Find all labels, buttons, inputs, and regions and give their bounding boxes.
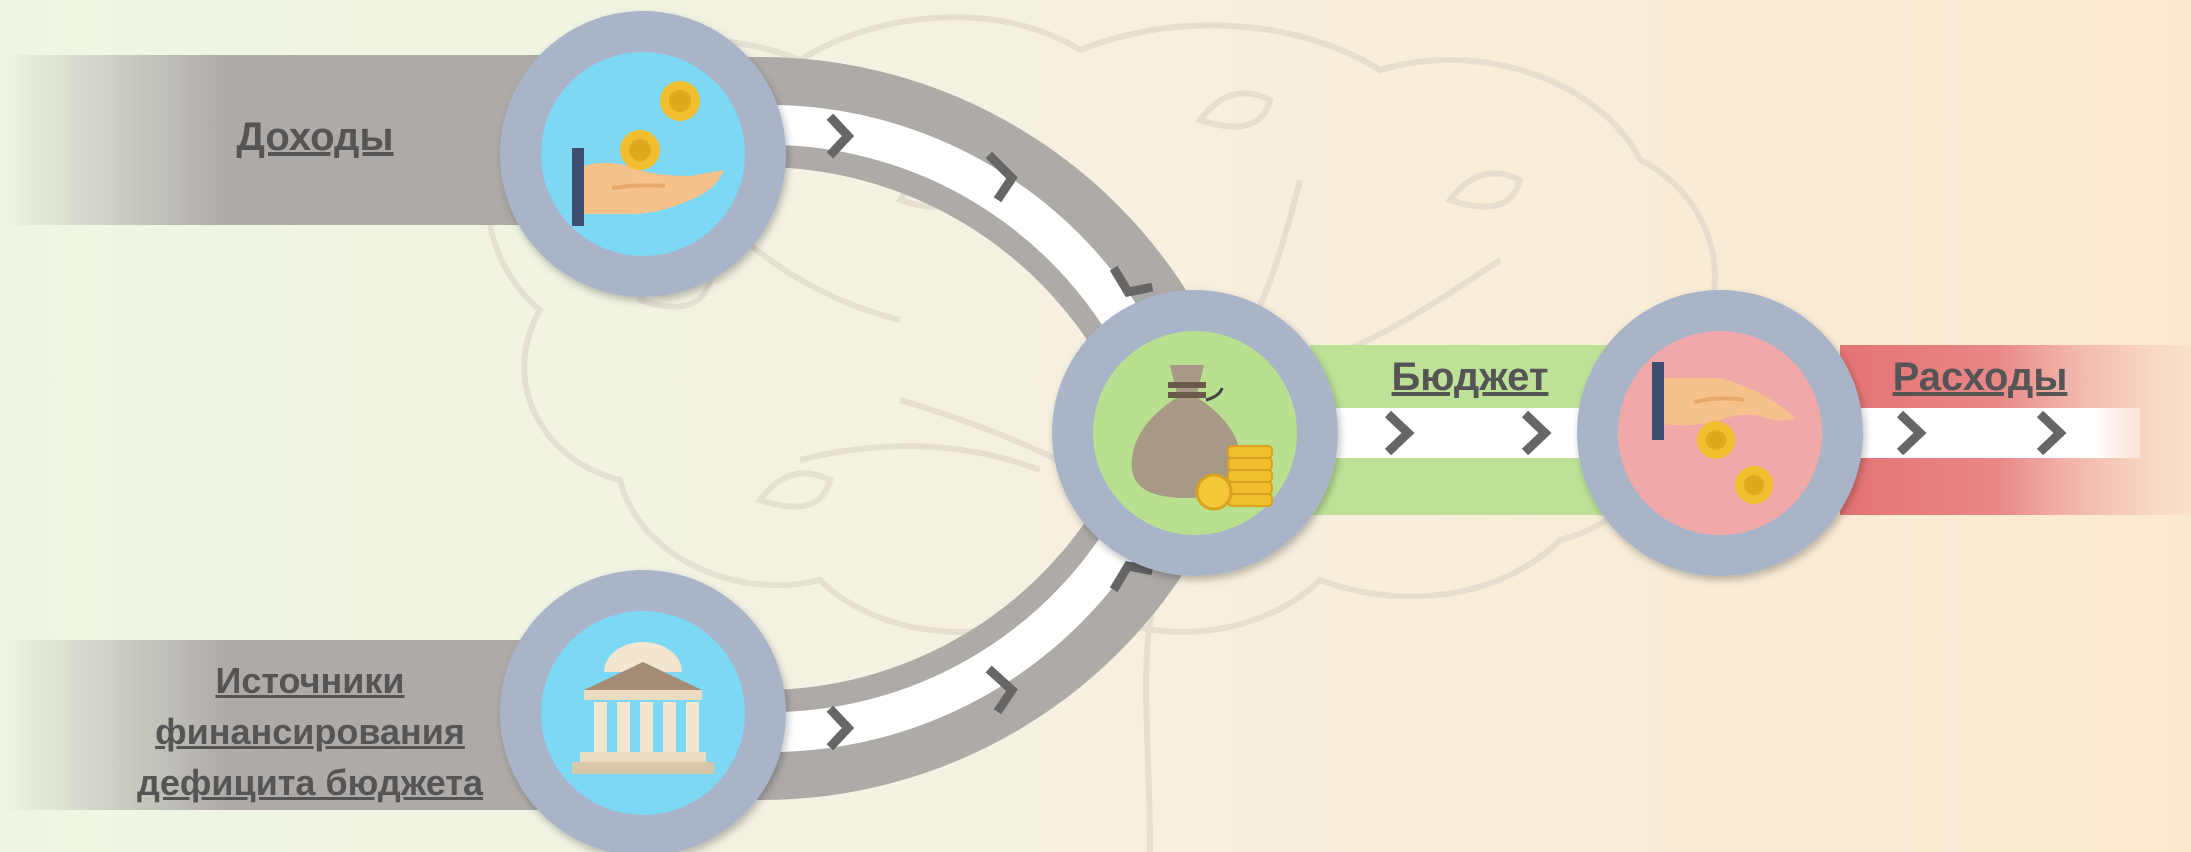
budget-label[interactable]: Бюджет [1370,355,1570,400]
deficit-financing-sources-label[interactable]: Источники финансирования дефицита бюджет… [120,655,500,808]
sources-label-line-1: Источники [120,655,500,706]
expenses-label[interactable]: Расходы [1860,355,2100,400]
expenses-track [1840,408,2140,458]
sources-label-line-3: дефицита бюджета [120,757,500,808]
sources-label-line-2: финансирования [120,706,500,757]
income-label[interactable]: Доходы [160,115,470,160]
